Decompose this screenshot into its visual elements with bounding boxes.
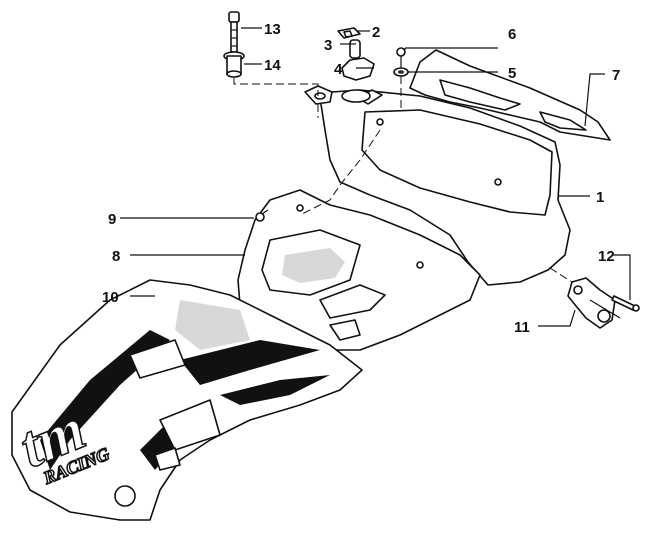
screw-part-6 (396, 47, 406, 68)
shroud-part-8 (237, 189, 481, 351)
screw-part-9 (255, 209, 269, 222)
fuel-tank-part-1 (304, 85, 571, 286)
callout-6: 6 (508, 26, 516, 43)
callout-5: 5 (508, 65, 516, 82)
callout-1: 1 (596, 189, 604, 206)
fender-decal-part-10: tm RACING (10, 279, 363, 521)
leader-lines (120, 27, 631, 327)
callout-10: 10 (102, 289, 119, 306)
fuel-cap-part-4 (341, 57, 375, 103)
screw-part-12 (611, 295, 640, 312)
vent-tube-part-3 (349, 39, 361, 59)
callout-9: 9 (108, 211, 116, 228)
callout-11: 11 (514, 319, 530, 336)
washer-part-5 (393, 67, 409, 77)
callout-8: 8 (112, 248, 120, 265)
callout-14: 14 (264, 57, 281, 74)
callout-7: 7 (612, 67, 620, 84)
callout-3: 3 (324, 37, 332, 54)
callout-12: 12 (598, 248, 615, 265)
callout-labels: 13 14 2 3 4 6 5 7 1 9 8 10 11 12 (102, 21, 620, 336)
cap-clip-part-2 (337, 27, 361, 39)
callout-4: 4 (334, 61, 343, 78)
spacer-part-14 (223, 51, 245, 78)
callout-13: 13 (264, 21, 281, 38)
fuel-tap-part-11 (567, 277, 621, 329)
assembly-lines (233, 76, 573, 283)
bolt-part-13 (228, 11, 240, 53)
callout-2: 2 (372, 24, 380, 41)
